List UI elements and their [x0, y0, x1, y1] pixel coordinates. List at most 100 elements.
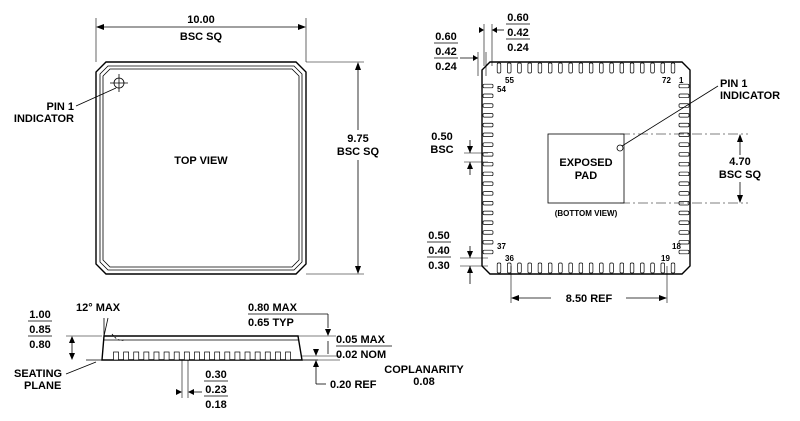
bottom-pad-left	[482, 171, 494, 177]
bottom-pad-top	[650, 62, 655, 74]
bottom-pad-top	[670, 62, 676, 74]
side-view: 1.00 0.85 0.80 12° MAX SEATING PLANE 0.8…	[14, 302, 464, 411]
pin-number-19: 19	[661, 254, 670, 263]
standoff-arrow-bottom	[313, 360, 319, 367]
bottom-pad-bottom	[507, 262, 512, 274]
height-typ: 0.85	[29, 324, 50, 336]
standoff-nom: 0.02 NOM	[336, 349, 386, 361]
bottom-pad-right	[678, 230, 690, 235]
top-pin1-leader	[75, 87, 117, 107]
bottom-pad-left	[482, 249, 494, 255]
bottom-pad-top	[558, 62, 563, 74]
pin-number-72: 72	[662, 76, 671, 85]
bottom-pad-bottom	[548, 262, 553, 274]
bottom-pad-left	[482, 142, 494, 147]
bottom-pad-top	[548, 62, 553, 74]
bottom-pin1-label-line1: PIN 1	[720, 78, 748, 90]
exposed-pad-label-line2: PAD	[575, 170, 597, 182]
side-lead	[224, 351, 231, 361]
side-lead	[254, 351, 261, 361]
lead-width-min: 0.18	[205, 399, 226, 411]
pad-width-min: 0.24	[507, 42, 529, 54]
exposed-pad-size: 4.70	[729, 156, 750, 168]
pad-length-min: 0.24	[435, 61, 457, 73]
side-lead	[275, 351, 281, 361]
bottom-pad-left	[482, 122, 494, 128]
bottom-pad-right	[678, 122, 690, 128]
pad-length-arrow-a	[473, 55, 478, 61]
bottom-pad-left	[482, 103, 494, 108]
bottom-pad-top	[537, 62, 543, 74]
bottom-pad-top	[640, 62, 645, 74]
pitch-value: 0.50	[431, 131, 452, 143]
side-lead	[214, 351, 221, 361]
pad-width-arrow-a	[479, 27, 484, 33]
bottom-pad-left	[482, 230, 494, 235]
side-lead	[133, 351, 140, 361]
ref-dimension-label: 8.50 REF	[566, 293, 613, 305]
pin-number-1: 1	[679, 76, 684, 85]
bottom-pad-bottom	[670, 262, 676, 274]
bottom-pad-top	[507, 62, 512, 74]
ref-arrow-right	[659, 295, 667, 301]
exposed-pad-size-note: BSC SQ	[719, 169, 762, 181]
angle-slope-line	[103, 317, 109, 337]
bottom-pad-top	[599, 62, 604, 74]
lead-length-min: 0.30	[428, 260, 449, 272]
side-view-leads	[113, 351, 291, 361]
bottom-pad-bottom	[558, 262, 563, 274]
bottom-pad-top	[588, 62, 594, 74]
side-lead	[285, 351, 291, 361]
bottom-pad-top	[578, 62, 584, 74]
pitch-arrow-top	[467, 146, 473, 153]
bottom-pad-right	[678, 191, 690, 196]
bottom-pad-top	[527, 62, 532, 74]
bottom-pad-right	[678, 249, 690, 255]
bottom-pad-top	[496, 62, 502, 74]
pad-length-max: 0.60	[435, 31, 456, 43]
bottom-pad-left	[482, 161, 494, 167]
bottom-pad-left	[482, 83, 494, 89]
exposed-pad	[547, 133, 625, 204]
top-pin1-label-line1: PIN 1	[46, 101, 74, 113]
height-arrow-top	[69, 336, 75, 343]
bottom-pad-bottom	[599, 262, 604, 274]
pin-number-37: 37	[497, 242, 506, 251]
side-lead	[123, 351, 129, 361]
bottom-pad-bottom	[609, 262, 614, 274]
bottom-pad-left	[482, 93, 494, 98]
bottom-pin1-circle-icon	[616, 144, 624, 152]
pitch-note: BSC	[430, 144, 453, 156]
exposed-pad-label-line1: EXPOSED	[559, 157, 612, 169]
bottom-pad-top	[568, 62, 573, 74]
seating-plane-line2: PLANE	[24, 380, 61, 392]
top-height-arrow-bottom	[355, 266, 361, 274]
angle-arc	[111, 333, 125, 341]
bottom-pad-bottom	[660, 262, 665, 274]
lead-width-max: 0.30	[205, 369, 226, 381]
bottom-pad-left	[482, 210, 494, 216]
bottom-pad-right	[678, 220, 690, 225]
bottom-pad-top	[660, 62, 665, 74]
top-width-value: 10.00	[187, 14, 215, 26]
bottom-pad-right	[678, 113, 690, 118]
pad-width-max: 0.60	[507, 12, 528, 24]
bottom-pad-bottom	[568, 262, 573, 274]
bottom-pad-left	[482, 132, 494, 137]
bottom-pad-right	[678, 142, 690, 147]
bottom-pad-right	[678, 181, 690, 186]
side-lead	[264, 351, 271, 361]
top-view: PIN 1 INDICATOR TOP VIEW 10.00 BSC SQ 9.…	[14, 14, 380, 275]
top-height-note: BSC SQ	[337, 146, 380, 158]
coplanarity-label: COPLANARITY	[384, 364, 464, 376]
ref-arrow-left	[511, 295, 519, 301]
body-height-typ: 0.65 TYP	[248, 317, 294, 329]
top-width-arrow-right	[298, 24, 306, 30]
height-min: 0.80	[29, 339, 50, 351]
side-lead	[163, 351, 170, 361]
bottom-pad-left	[482, 240, 494, 245]
bottom-pad-bottom	[640, 262, 645, 274]
bottom-view-label: (BOTTOM VIEW)	[555, 209, 618, 218]
lead-length-arrow-bottom	[467, 266, 473, 273]
bottom-pad-top	[629, 62, 635, 74]
